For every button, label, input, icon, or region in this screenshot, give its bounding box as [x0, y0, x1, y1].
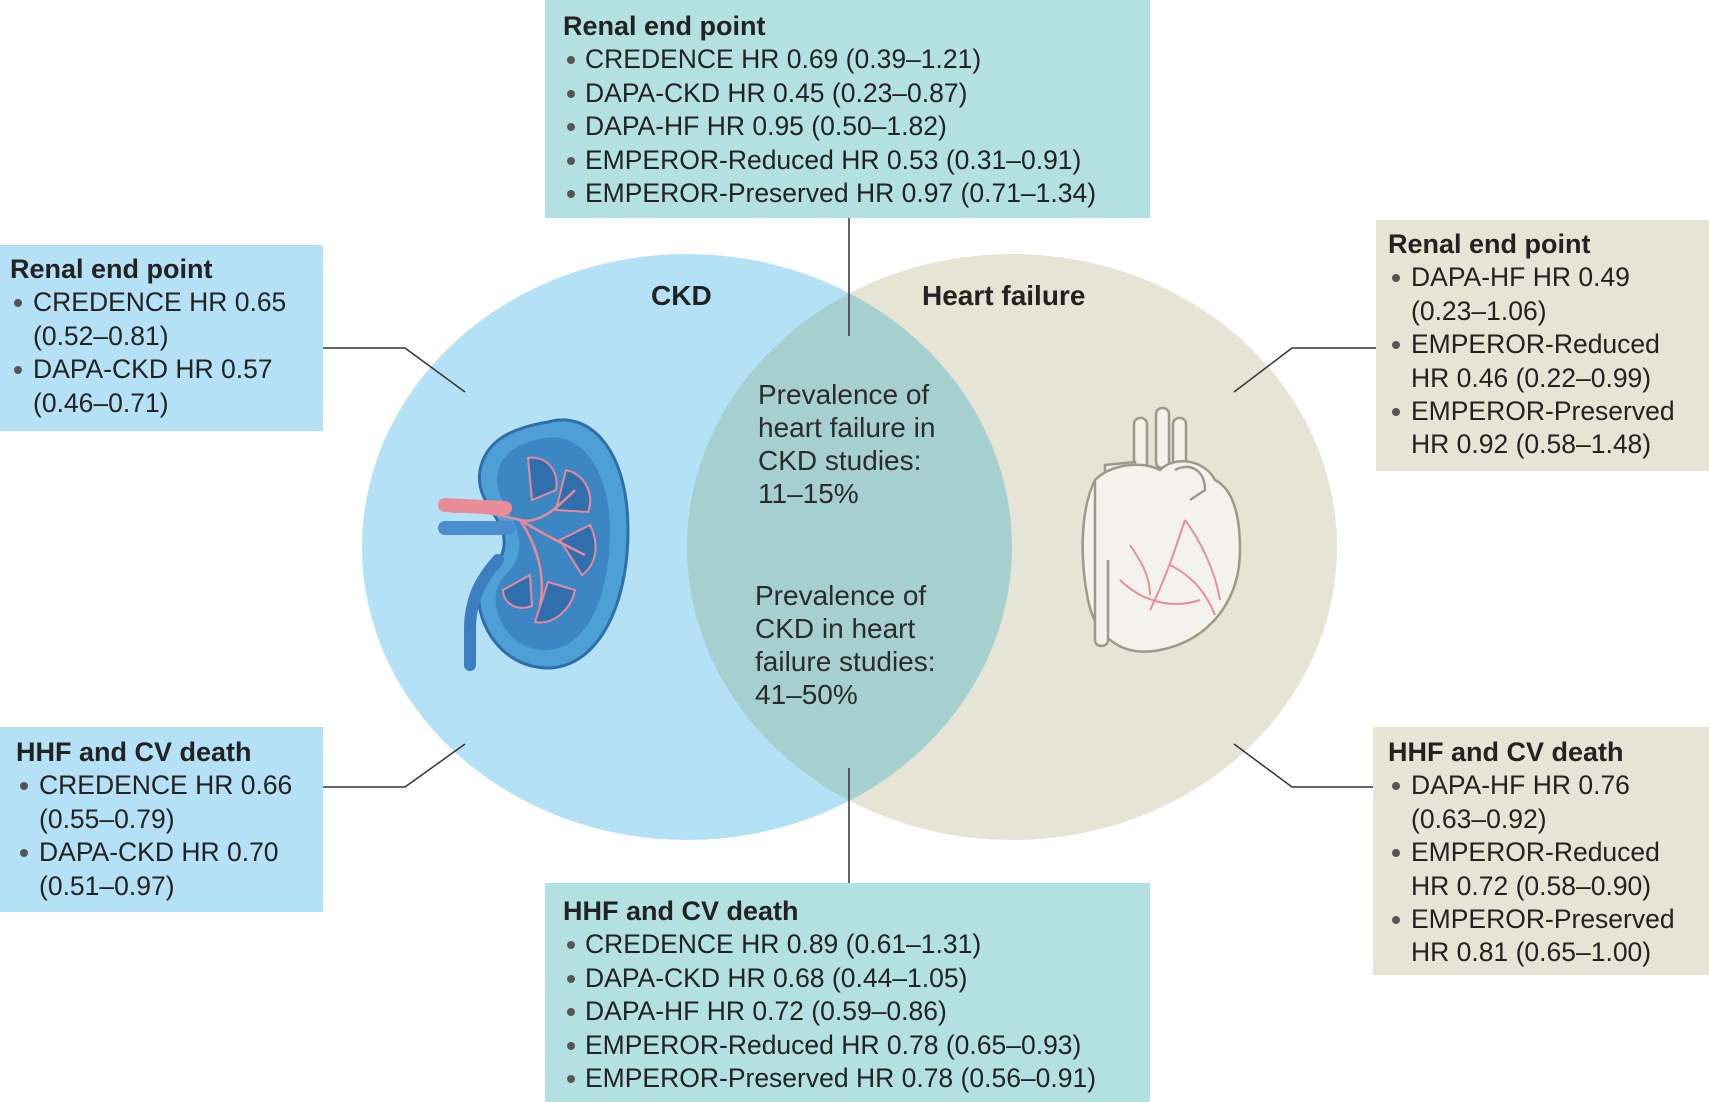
prevalence-ckd-in-hf: Prevalence of CKD in heart failure studi…: [755, 580, 936, 710]
list-item: DAPA-CKD HR 0.57 (0.46–0.71): [10, 353, 313, 420]
box-title: Renal end point: [563, 11, 766, 41]
list-item: EMPEROR-Preserved HR 0.78 (0.56–0.91): [563, 1062, 1132, 1095]
connector-right-renal: [1233, 347, 1376, 393]
list-item: DAPA-CKD HR 0.70 (0.51–0.97): [16, 836, 313, 903]
list-item: EMPEROR-Reduced HR 0.53 (0.31–0.91): [563, 144, 1132, 177]
list-item: DAPA-HF HR 0.95 (0.50–1.82): [563, 110, 1132, 143]
box-right-hhf-cv-death: HHF and CV death DAPA-HF HR 0.76 (0.63–0…: [1373, 727, 1709, 975]
connector-left-renal: [323, 347, 466, 393]
list-item: DAPA-CKD HR 0.68 (0.44–1.05): [563, 962, 1132, 995]
list-item: EMPEROR-Reduced HR 0.78 (0.65–0.93): [563, 1029, 1132, 1062]
box-left-hhf-cv-death: HHF and CV death CREDENCE HR 0.66 (0.55–…: [0, 727, 323, 912]
list-item: EMPEROR-Preserved HR 0.97 (0.71–1.34): [563, 177, 1132, 210]
list-item: EMPEROR-Preserved HR 0.92 (0.58–1.48): [1388, 395, 1701, 462]
list-item: CREDENCE HR 0.65 (0.52–0.81): [10, 286, 313, 353]
list-item: EMPEROR-Reduced HR 0.72 (0.58–0.90): [1388, 836, 1701, 903]
box-title: HHF and CV death: [16, 737, 252, 767]
connector-right-hhf: [1233, 743, 1373, 788]
heart-failure-label: Heart failure: [922, 280, 1086, 311]
box-bottom-hhf-cv-death: HHF and CV death CREDENCE HR 0.89 (0.61–…: [545, 883, 1150, 1102]
heart-icon: [1081, 406, 1242, 653]
list-item: EMPEROR-Preserved HR 0.81 (0.65–1.00): [1388, 903, 1701, 970]
kidney-icon: [438, 418, 630, 671]
list-item: CREDENCE HR 0.66 (0.55–0.79): [16, 769, 313, 836]
list-item: DAPA-CKD HR 0.45 (0.23–0.87): [563, 77, 1132, 110]
box-top-renal-end-point: Renal end point CREDENCE HR 0.69 (0.39–1…: [545, 0, 1150, 218]
list-item: DAPA-HF HR 0.72 (0.59–0.86): [563, 995, 1132, 1028]
list-item: CREDENCE HR 0.69 (0.39–1.21): [563, 43, 1132, 76]
box-title: Renal end point: [10, 254, 213, 284]
prevalence-hf-in-ckd: Prevalence of heart failure in CKD studi…: [758, 379, 936, 509]
list-item: DAPA-HF HR 0.49 (0.23–1.06): [1388, 261, 1701, 328]
list-item: DAPA-HF HR 0.76 (0.63–0.92): [1388, 769, 1701, 836]
box-title: Renal end point: [1388, 229, 1591, 259]
box-right-renal-end-point: Renal end point DAPA-HF HR 0.49 (0.23–1.…: [1376, 220, 1709, 471]
connector-left-hhf: [323, 743, 466, 788]
box-title: HHF and CV death: [1388, 737, 1624, 767]
box-title: HHF and CV death: [563, 896, 799, 926]
ckd-label: CKD: [651, 280, 712, 311]
box-left-renal-end-point: Renal end point CREDENCE HR 0.65 (0.52–0…: [0, 245, 323, 431]
list-item: CREDENCE HR 0.89 (0.61–1.31): [563, 928, 1132, 961]
list-item: EMPEROR-Reduced HR 0.46 (0.22–0.99): [1388, 328, 1701, 395]
overlap-region: [687, 254, 1012, 840]
